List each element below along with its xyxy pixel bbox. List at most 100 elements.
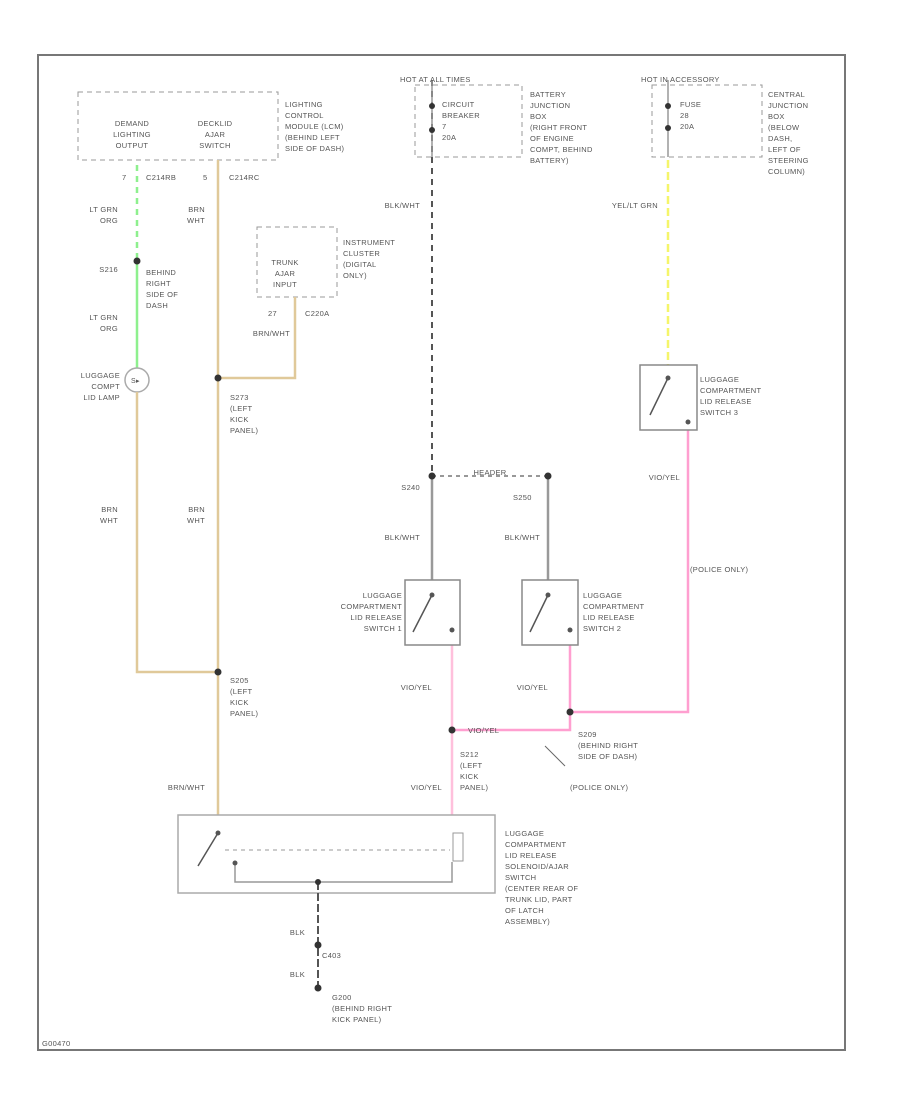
wires-lt-grn-org-1-label: LT GRN	[89, 205, 118, 214]
wires-brn-wht-trunk-label: BRN/WHT	[253, 329, 290, 338]
wires-vio-yel-sw1-label: VIO/YEL	[401, 683, 432, 692]
wire-vio-yel-sw3	[570, 430, 690, 714]
splices-s273-label: (LEFT	[230, 404, 252, 413]
power-bjb-description-label: JUNCTION	[530, 101, 570, 110]
splices-s205-label: KICK	[230, 698, 249, 707]
power-cjb-description-label: BOX	[768, 112, 785, 121]
ground-name-label: G200	[332, 993, 352, 1002]
police-only-label: (POLICE ONLY)	[690, 565, 749, 574]
switch-2-symbol	[521, 579, 579, 646]
wires-vio-yel-solenoid-label: VIO/YEL	[411, 783, 442, 792]
splices-s240-label: S240	[401, 483, 420, 492]
lcm-conn-b-label: C214RC	[229, 173, 260, 182]
figure-id-label: G00470	[42, 1039, 71, 1048]
wires-blk-wht-1-label: BLK/WHT	[385, 533, 421, 542]
switch-1-symbol	[404, 579, 461, 646]
wire-vio-yel-sw2	[452, 645, 572, 732]
wires-lt-grn-org-2-label: ORG	[100, 324, 118, 333]
switch1-label: LID RELEASE	[350, 613, 402, 622]
cluster-box-label-label: AJAR	[275, 269, 296, 278]
lcm-description-label: MODULE (LCM)	[285, 122, 344, 131]
wires-blk-1-label: BLK	[290, 928, 305, 937]
splices-s212-label: S212	[460, 750, 479, 759]
solenoid-label: LUGGAGE	[505, 829, 544, 838]
solenoid-label: LID RELEASE	[505, 851, 557, 860]
wires-brn-wht-1-label: WHT	[187, 216, 205, 225]
power-cjb-device-label: 28	[680, 111, 689, 120]
cluster-description-label: (DIGITAL	[343, 260, 377, 269]
power-cjb-description-label: JUNCTION	[768, 101, 808, 110]
lcm-output-label-label: LIGHTING	[113, 130, 151, 139]
splices-s216-label: S216	[99, 265, 118, 274]
power-bjb-description-label: (RIGHT FRONT	[530, 123, 587, 132]
splices-s273-label: PANEL)	[230, 426, 259, 435]
power-bjb-title-label: HOT AT ALL TIMES	[400, 75, 471, 84]
wires-brn-wht-2-label: BRN	[101, 505, 118, 514]
splices-s209-label: SIDE OF DASH)	[578, 752, 638, 761]
switch-3-symbol	[639, 364, 698, 431]
ground-name-label: (BEHIND RIGHT	[332, 1004, 392, 1013]
wires-brn-wht-bottom-label: BRN/WHT	[168, 783, 205, 792]
wires-blk-wht-main-label: BLK/WHT	[385, 201, 421, 210]
splices-s212-label: PANEL)	[460, 783, 489, 792]
wires-brn-wht-3-label: BRN	[188, 505, 205, 514]
power-bjb-description-label: OF ENGINE	[530, 134, 574, 143]
lcm-pin-a-label: 7	[122, 173, 126, 182]
svg-text:S▸: S▸	[131, 378, 140, 385]
wires-brn-wht-3-label: WHT	[187, 516, 205, 525]
power-bjb-device-label: BREAKER	[442, 111, 480, 120]
splices-s205-label: (LEFT	[230, 687, 252, 696]
switch3-label: LUGGAGE	[700, 375, 739, 384]
wires-brn-wht-1-label: BRN	[188, 205, 205, 214]
diagram-frame	[37, 54, 846, 1051]
cluster-description-label: INSTRUMENT	[343, 238, 395, 247]
wires-vio-yel-sw2-label: VIO/YEL	[517, 683, 548, 692]
power-bjb-device-label: 7	[442, 122, 446, 131]
power-cjb-device-label: 20A	[680, 122, 694, 131]
lamp-label-label: COMPT	[91, 382, 120, 391]
power-cjb-description-label: COLUMN)	[768, 167, 805, 176]
splices-s216-loc-label: DASH	[146, 301, 168, 310]
switch1-label: LUGGAGE	[363, 591, 402, 600]
splices-s216-loc-label: SIDE OF	[146, 290, 178, 299]
solenoid-ajar-switch-symbol	[177, 814, 496, 894]
wires-brn-wht-2-label: WHT	[100, 516, 118, 525]
cluster-description-label: CLUSTER	[343, 249, 380, 258]
lcm-description-label: LIGHTING	[285, 100, 323, 109]
splices-s212-label: (LEFT	[460, 761, 482, 770]
wires-vio-yel-splice-label: VIO/YEL	[468, 726, 499, 735]
splices-s216-loc-label: RIGHT	[146, 279, 171, 288]
power-bjb-description-label: BOX	[530, 112, 547, 121]
lcm-description-label: CONTROL	[285, 111, 324, 120]
cluster-connector-label: C220A	[305, 309, 329, 318]
power-cjb-title-label: HOT IN ACCESSORY	[641, 75, 720, 84]
wires-lt-grn-org-2-label: LT GRN	[89, 313, 118, 322]
switch2-label: LUGGAGE	[583, 591, 622, 600]
solenoid-label: OF LATCH	[505, 906, 544, 915]
lighting-control-module-box	[77, 91, 279, 161]
lamp-label-label: LID LAMP	[83, 393, 120, 402]
wires-lt-grn-org-1-label: ORG	[100, 216, 118, 225]
cluster-box-label-label: TRUNK	[271, 258, 298, 267]
lcm-description-label: (BEHIND LEFT	[285, 133, 340, 142]
power-cjb-description-label: STEERING	[768, 156, 809, 165]
lcm-description-label: SIDE OF DASH)	[285, 144, 345, 153]
ground-connector-label: C403	[322, 951, 341, 960]
cluster-description-label: ONLY)	[343, 271, 367, 280]
solenoid-label: COMPARTMENT	[505, 840, 566, 849]
power-cjb-device-label: FUSE	[680, 100, 701, 109]
splices-s205-label: PANEL)	[230, 709, 259, 718]
central-junction-box	[651, 84, 763, 158]
splices-s209-label: S209	[578, 730, 597, 739]
splices-s273-label: KICK	[230, 415, 249, 424]
switch1-label: SWITCH 1	[364, 624, 402, 633]
lamp-label-label: LUGGAGE	[81, 371, 120, 380]
splices-s205-label: S205	[230, 676, 249, 685]
wire-brn-wht-lamp	[135, 392, 218, 674]
lcm-switch-label-label: SWITCH	[199, 141, 230, 150]
wires-vio-yel-sw3-label: VIO/YEL	[649, 473, 680, 482]
solenoid-label: SOLENOID/AJAR	[505, 862, 569, 871]
cluster-box-label-label: INPUT	[273, 280, 297, 289]
wires-blk-wht-2-label: BLK/WHT	[505, 533, 541, 542]
switch2-label: LID RELEASE	[583, 613, 635, 622]
